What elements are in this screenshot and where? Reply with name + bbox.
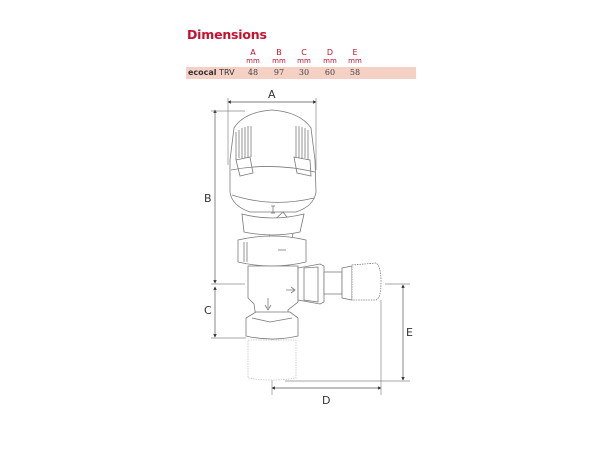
dimension-label-d: D bbox=[322, 394, 331, 407]
dimensions-table: A mm B mm C mm D mm E mm ecocal TRV 48 9… bbox=[186, 49, 416, 79]
column-header-b: B mm bbox=[268, 48, 290, 66]
dimension-lines bbox=[211, 98, 410, 395]
column-unit: mm bbox=[323, 57, 337, 65]
cell-d: 60 bbox=[324, 68, 336, 77]
column-unit: mm bbox=[297, 57, 311, 65]
table-row: ecocal TRV 48 97 30 60 58 bbox=[186, 67, 416, 79]
page-title: Dimensions bbox=[187, 27, 267, 42]
column-letter: D bbox=[326, 48, 334, 57]
cell-a: 48 bbox=[247, 68, 259, 77]
cell-e: 58 bbox=[349, 68, 361, 77]
dimension-label-e: E bbox=[406, 326, 413, 339]
column-letter: B bbox=[276, 48, 282, 57]
cell-b: 97 bbox=[273, 68, 285, 77]
column-unit: mm bbox=[246, 57, 260, 65]
valve-drawing bbox=[229, 109, 382, 381]
column-unit: mm bbox=[348, 57, 362, 65]
table-header-row: A mm B mm C mm D mm E mm bbox=[186, 49, 416, 67]
column-header-e: E mm bbox=[344, 48, 366, 66]
dimension-label-c: C bbox=[204, 304, 212, 317]
column-unit: mm bbox=[272, 57, 286, 65]
row-label-brand: ecocal bbox=[188, 68, 217, 77]
column-letter: E bbox=[352, 48, 358, 57]
column-letter: A bbox=[250, 48, 256, 57]
column-letter: C bbox=[301, 48, 307, 57]
cell-c: 30 bbox=[298, 68, 310, 77]
row-label-model: TRV bbox=[219, 68, 235, 77]
column-header-d: D mm bbox=[319, 48, 341, 66]
column-header-c: C mm bbox=[293, 48, 315, 66]
row-label: ecocal TRV bbox=[188, 68, 235, 77]
dimension-label-b: B bbox=[204, 192, 212, 205]
dimension-label-a: A bbox=[268, 88, 276, 101]
column-header-a: A mm bbox=[242, 48, 264, 66]
